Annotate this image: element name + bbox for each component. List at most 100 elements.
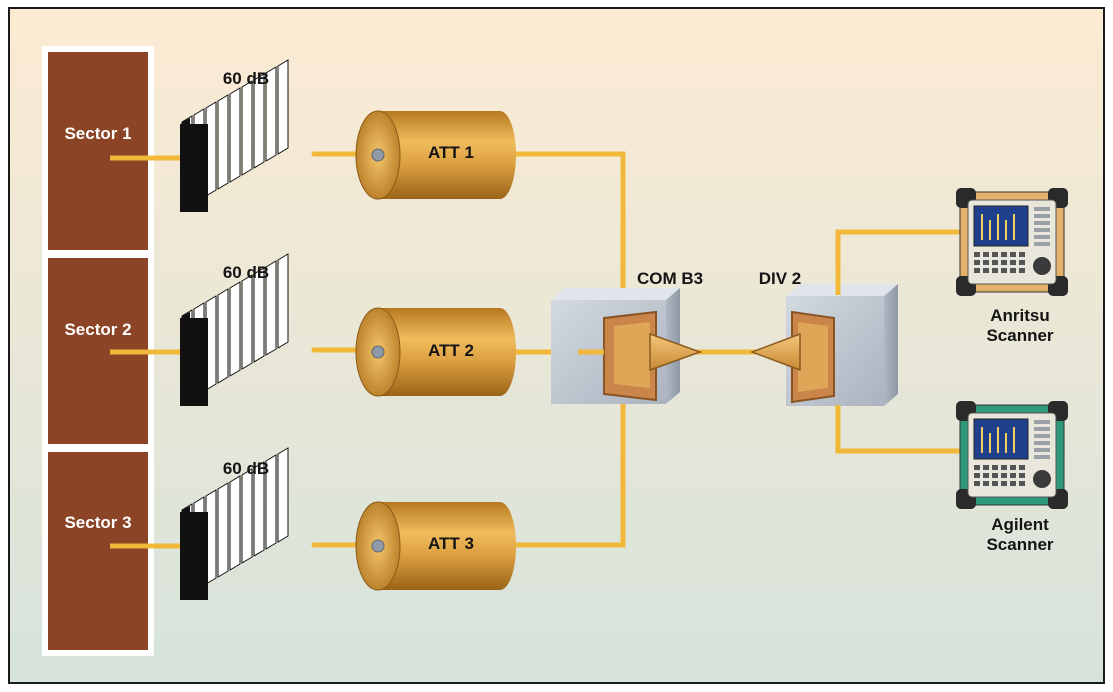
scanner-1	[956, 188, 1068, 296]
att-2-cylinder	[355, 307, 516, 397]
scanner-1-side-key	[1034, 221, 1050, 225]
agilent-scanner-label: Agilent Scanner	[960, 515, 1080, 555]
divider-label: DIV 2	[758, 269, 802, 288]
fin-stack-1	[180, 59, 289, 212]
fin-stack-3-plate	[277, 447, 289, 543]
fin-stack-1-plate	[253, 73, 265, 169]
fin-stack-1-plate	[277, 59, 289, 155]
scanner-1-key	[992, 252, 998, 257]
sector-3-panel	[48, 452, 148, 650]
scanner-2-key	[974, 473, 980, 478]
sector-rack	[42, 46, 205, 656]
fin-stack-3-plate	[241, 468, 253, 564]
cable-att-1-out	[505, 151, 626, 303]
scanner-2-key	[1019, 481, 1025, 486]
scanner-2-side-key	[1034, 441, 1050, 445]
sector-1-label: Sector 1	[64, 124, 132, 143]
scanner-1-side-key	[1034, 235, 1050, 239]
scanner-2-key	[1010, 481, 1016, 486]
scanner-2-key	[1010, 465, 1016, 470]
sector-3-label: Sector 3	[64, 513, 132, 532]
scanner-2-key	[1001, 473, 1007, 478]
agilent-label-line-2: Scanner	[986, 535, 1054, 554]
anritsu-label-line-1: Anritsu	[990, 306, 1050, 325]
fin-stack-1-front	[180, 124, 208, 212]
combiner-box	[551, 288, 680, 404]
scanner-2-side-key	[1034, 448, 1050, 452]
att-2-connector	[371, 345, 385, 359]
scanner-1-key	[1010, 260, 1016, 265]
fin-stack-2-front	[180, 318, 208, 406]
scanner-2-key	[1010, 473, 1016, 478]
att-3-body	[378, 502, 516, 590]
scanner-2	[956, 401, 1068, 509]
fin-stack-2-plate	[265, 260, 277, 356]
cable-att-3-out	[505, 397, 626, 548]
scanner-1-key	[1010, 268, 1016, 273]
scanner-2-key	[974, 481, 980, 486]
att-1-connector	[371, 148, 385, 162]
att-3-cylinder	[355, 501, 516, 591]
combiner-port-inner	[614, 322, 650, 388]
att-2-label: ATT 2	[428, 341, 474, 360]
scanner-1-key	[974, 260, 980, 265]
scanner-2-key	[974, 465, 980, 470]
divider-top	[786, 284, 898, 296]
scanner-1-key	[974, 268, 980, 273]
fin-stack-1-plate	[241, 80, 253, 176]
scanner-1-side-key	[1034, 207, 1050, 211]
scanner-1-key	[1001, 268, 1007, 273]
anritsu-label-line-2: Scanner	[986, 326, 1054, 345]
fin-stack-3-front	[180, 512, 208, 600]
scanner-2-key	[1001, 465, 1007, 470]
scanner-1-key	[1001, 260, 1007, 265]
scanner-2-key	[1019, 473, 1025, 478]
scanner-1-key	[992, 268, 998, 273]
scanner-2-key	[983, 465, 989, 470]
divider-side	[884, 284, 898, 406]
scanner-devices	[956, 188, 1068, 509]
fin-stack-2-plate	[253, 267, 265, 363]
scanner-2-key	[983, 473, 989, 478]
scanner-2-key	[992, 473, 998, 478]
att-1-label: ATT 1	[428, 143, 474, 162]
attenuator-block-3-label: 60 dB	[222, 459, 270, 478]
fixed-attenuator-stacks	[180, 59, 289, 600]
att-2-body	[378, 308, 516, 396]
fin-stack-3-plate	[229, 475, 241, 571]
scanner-2-key	[1001, 481, 1007, 486]
divider-port-inner	[798, 322, 828, 392]
fin-stack-1-plate	[229, 87, 241, 183]
scanner-1-key	[1019, 260, 1025, 265]
att-3-connector	[371, 539, 385, 553]
scanner-2-key	[992, 465, 998, 470]
attenuator-block-2-label: 60 dB	[222, 263, 270, 282]
fin-stack-3-plate	[253, 461, 265, 557]
scanner-2-side-key	[1034, 427, 1050, 431]
scanner-1-key	[1010, 252, 1016, 257]
anritsu-scanner-label: Anritsu Scanner	[960, 306, 1080, 346]
fin-stack-2-plate	[241, 274, 253, 370]
scanner-2-key	[1019, 465, 1025, 470]
fin-stack-2	[180, 253, 289, 406]
variable-attenuators	[355, 110, 516, 591]
combiner-cone	[649, 332, 703, 372]
divider-cone	[749, 332, 801, 372]
combiner-top	[551, 288, 680, 300]
scanner-2-key	[992, 481, 998, 486]
scanner-1-side-key	[1034, 228, 1050, 232]
scanner-1-key	[983, 268, 989, 273]
fin-stack-1-plate	[265, 66, 277, 162]
scanner-1-key	[1001, 252, 1007, 257]
att-3-label: ATT 3	[428, 534, 474, 553]
scanner-1-knob	[1033, 257, 1051, 275]
scanner-1-key	[974, 252, 980, 257]
agilent-label-line-1: Agilent	[991, 515, 1049, 534]
combiner-label: COM B3	[636, 269, 704, 288]
scanner-1-key	[992, 260, 998, 265]
scanner-2-side-key	[1034, 455, 1050, 459]
scanner-2-side-key	[1034, 434, 1050, 438]
scanner-1-key	[983, 252, 989, 257]
scanner-1-side-key	[1034, 242, 1050, 246]
